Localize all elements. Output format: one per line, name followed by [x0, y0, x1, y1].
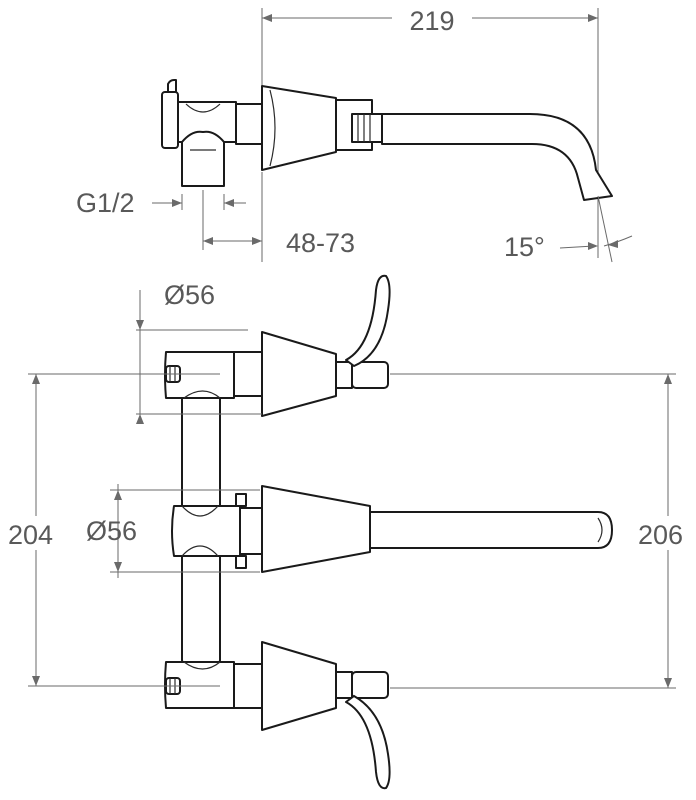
dimension-spout-angle-label: 15°: [504, 232, 545, 262]
handle-body-cone: [261, 85, 337, 171]
dimension-thread-label: G1/2: [76, 188, 135, 218]
side-view: 219: [76, 6, 633, 263]
upper-connecting-pipe: [181, 391, 221, 513]
middle-mixer: [171, 485, 613, 573]
dimension-middle-rosette-label: Ø56: [86, 516, 137, 546]
dimension-thread: G1/2: [76, 188, 246, 218]
upper-handle-cone: [261, 331, 337, 417]
dimension-middle-rosette: Ø56: [86, 484, 260, 578]
spout-collar: [351, 113, 383, 143]
dimension-spout-angle: 15°: [504, 195, 633, 263]
wall-plate: [161, 79, 179, 149]
dimension-centers-left-label: 204: [8, 520, 53, 550]
dimension-overall-length-label: 219: [409, 6, 454, 36]
lower-handle-cone: [261, 641, 337, 731]
lower-lever-handle: [345, 695, 391, 790]
dimension-centers-right: 206: [390, 373, 683, 689]
upper-lever-handle: [345, 274, 391, 367]
middle-body-cone: [261, 485, 371, 573]
spout: [381, 113, 613, 201]
front-spout: [369, 511, 613, 549]
dimension-centers-left: 204: [8, 373, 220, 687]
dimension-centers-right-label: 206: [638, 520, 683, 550]
lower-connecting-pipe: [181, 539, 221, 667]
dimension-overall-length: 219: [261, 6, 599, 258]
dimension-wall-depth-label: 48-73: [286, 228, 355, 258]
dimension-upper-rosette-label: Ø56: [164, 280, 215, 310]
front-view: Ø56 Ø56 204 206: [8, 274, 683, 790]
upper-valve: [164, 274, 391, 417]
dimension-upper-rosette: Ø56: [136, 280, 262, 424]
dimension-wall-depth: 48-73: [202, 172, 355, 262]
lower-valve: [164, 641, 391, 790]
connection-body: [177, 101, 263, 187]
